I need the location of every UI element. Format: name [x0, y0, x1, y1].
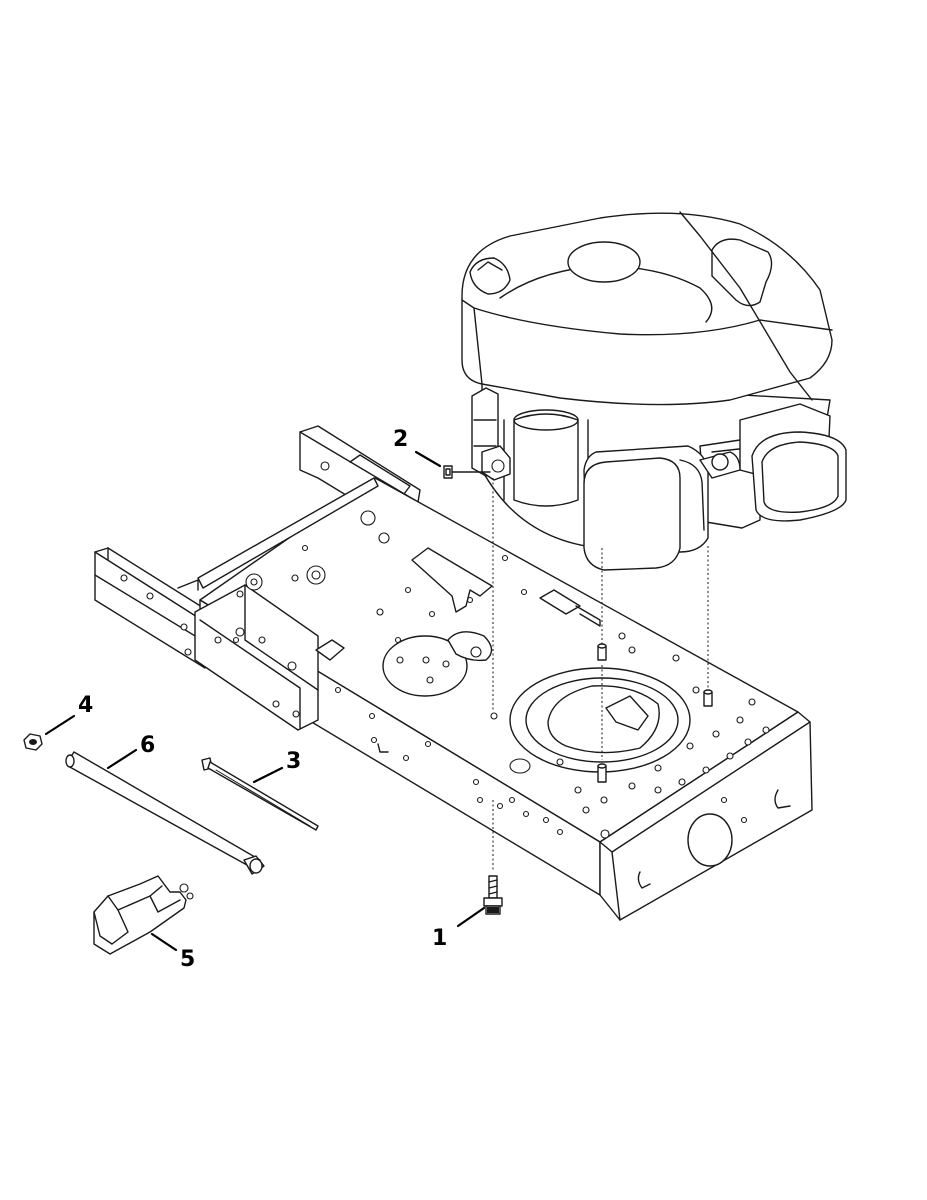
shield: [93, 875, 194, 955]
callout-label-1: 1: [432, 926, 447, 951]
dowel-pins: [490, 643, 713, 783]
cable-tie: [201, 757, 319, 831]
bolt: [483, 875, 503, 915]
callout-6: 6: [106, 733, 155, 770]
callout-label-3: 3: [286, 749, 301, 774]
callout-label-6: 6: [140, 733, 155, 758]
callout-5: 5: [150, 932, 195, 972]
callout-1: 1: [432, 906, 486, 951]
callout-4: 4: [44, 693, 93, 736]
alignment-lines: [492, 478, 709, 872]
callout-label-4: 4: [78, 693, 93, 718]
callouts: 1 2 3 4 5 6: [44, 427, 486, 972]
engine: [461, 211, 847, 571]
rod: [65, 751, 265, 875]
frame-assembly: [94, 425, 813, 921]
hex-nut: [23, 733, 43, 751]
callout-2: 2: [393, 427, 442, 468]
callout-3: 3: [252, 749, 301, 784]
callout-label-2: 2: [393, 427, 408, 452]
nut: [443, 465, 491, 479]
callout-label-5: 5: [180, 947, 195, 972]
